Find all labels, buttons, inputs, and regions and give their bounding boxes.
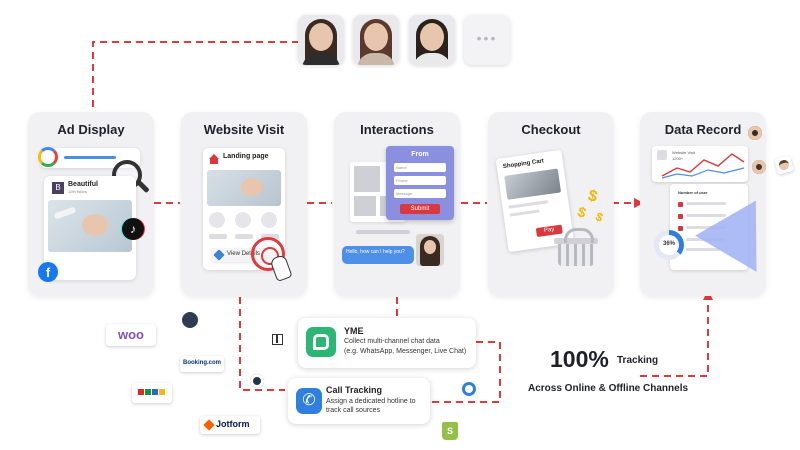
facebook-icon: f	[38, 262, 58, 282]
stage-title: Data Record	[664, 122, 742, 137]
ad-photo	[48, 200, 132, 252]
magnifier-handle-icon	[136, 179, 150, 194]
stage-title: Checkout	[521, 122, 581, 137]
avatar-1	[298, 15, 344, 65]
record-avatar-2	[752, 160, 766, 174]
analytics-card: Website Visit 1200+	[652, 146, 748, 182]
more-dots-icon: •••	[476, 30, 498, 46]
google-icon	[38, 147, 58, 167]
home-icon	[209, 154, 219, 159]
woocommerce-logo: woo	[106, 324, 156, 346]
stage-ad-display: Ad Display B Beautiful 12th follow ♪ f	[28, 112, 154, 296]
field-label: Message	[396, 191, 413, 196]
search-bar	[38, 147, 140, 168]
percent-value: 36%	[662, 241, 675, 247]
connector-call-right	[432, 378, 501, 403]
phone-field[interactable]: Phone	[394, 176, 446, 185]
round-badge-logo	[182, 312, 198, 328]
basket-icon	[554, 228, 598, 266]
chat-bubble: Hello, how can I help you?	[342, 246, 414, 264]
record-avatar-1	[748, 126, 762, 140]
circle-app-icon	[462, 382, 476, 396]
visit-value: 1200+	[672, 156, 684, 161]
dollar-icon-2: $	[575, 203, 589, 221]
yme-card[interactable]: YME Collect multi-channel chat data (e.g…	[298, 318, 476, 368]
stage-checkout: Checkout Shopping Cart Pay $ $ $	[488, 112, 614, 296]
cta-label: View Details	[227, 251, 260, 257]
landing-label: Landing page	[223, 153, 269, 160]
cart-title: Shopping Cart	[502, 158, 545, 171]
shopify-icon: S	[442, 422, 458, 440]
stage-title: Interactions	[360, 122, 434, 137]
yme-title: YME	[344, 326, 364, 336]
yme-logo-icon	[306, 327, 336, 357]
stage-interactions: Interactions From Name Phone Message Sub…	[334, 112, 460, 296]
product-image	[504, 168, 562, 200]
woo-text: woo	[118, 327, 144, 342]
chat-text: Hello, how can I help you?	[346, 249, 405, 255]
analytics-icon	[657, 150, 667, 160]
brand-logo: B	[52, 182, 64, 194]
booking-logo: Booking.com	[180, 356, 224, 372]
booking-text: Booking.com	[182, 360, 221, 366]
percent-donut: 36%	[654, 230, 684, 260]
call-title: Call Tracking	[326, 385, 383, 395]
profile-sub: 12th follow	[68, 189, 88, 194]
connector-top	[92, 41, 298, 107]
jotform-text: Jotform	[216, 419, 250, 429]
connector-visit-down	[239, 297, 285, 391]
stage-title: Ad Display	[57, 122, 125, 137]
dollar-icon-1: $	[586, 187, 600, 206]
visit-label: Website Visit	[672, 150, 695, 155]
yme-line-1: Collect multi-channel chat data	[344, 338, 440, 345]
call-tracking-card[interactable]: ✆ Call Tracking Assign a dedicated hotli…	[288, 378, 430, 424]
field-label: Name	[396, 165, 407, 170]
jotform-logo: Jotform	[200, 416, 260, 434]
chat-agent-photo	[416, 234, 444, 266]
call-line-2: track call sources	[326, 407, 381, 414]
mascot-icon	[250, 374, 264, 388]
hand-cursor-icon	[269, 253, 293, 283]
tracking-big: 100%	[550, 346, 609, 372]
avatar-2	[353, 15, 399, 65]
arrow-record-head	[634, 198, 644, 208]
cube-icon	[213, 249, 225, 261]
tracking-sub: Across Online & Offline Channels	[528, 383, 689, 394]
tiktok-icon: ♪	[122, 218, 144, 240]
stage-title: Website Visit	[203, 122, 285, 137]
avatar-3	[409, 15, 455, 65]
avatar-more[interactable]: •••	[464, 15, 510, 65]
connector-record-up	[640, 298, 709, 377]
profile-name: Beautiful	[68, 181, 98, 188]
tracking-word: Tracking	[617, 355, 659, 366]
submit-button[interactable]: Submit	[400, 204, 440, 214]
call-line-1: Assign a dedicated hotline to	[326, 398, 416, 405]
users-label: Number of user	[678, 190, 708, 195]
field-label: Phone	[396, 178, 408, 183]
connector-yme-right	[476, 341, 501, 378]
phone-icon: ✆	[296, 388, 322, 414]
zoho-logo	[132, 383, 172, 403]
users-card: Number of user	[670, 184, 748, 270]
name-field[interactable]: Name	[394, 163, 446, 172]
stage-website-visit: Website Visit Landing page View Details	[181, 112, 307, 296]
trend-chart	[661, 153, 745, 179]
message-field[interactable]: Message	[394, 189, 446, 198]
form-title: From	[411, 151, 429, 158]
contact-form: From Name Phone Message Submit	[386, 146, 454, 220]
jotform-icon	[203, 419, 215, 431]
landing-photo	[207, 170, 281, 206]
yme-line-2: (e.g. WhatsApp, Messenger, Live Chat)	[344, 348, 467, 355]
grid-app-icon	[272, 334, 283, 345]
dollar-icon-3: $	[593, 209, 606, 225]
stage-data-record: Data Record Website Visit 1200+ Number o…	[640, 112, 787, 296]
ad-post-card: B Beautiful 12th follow	[44, 176, 136, 280]
